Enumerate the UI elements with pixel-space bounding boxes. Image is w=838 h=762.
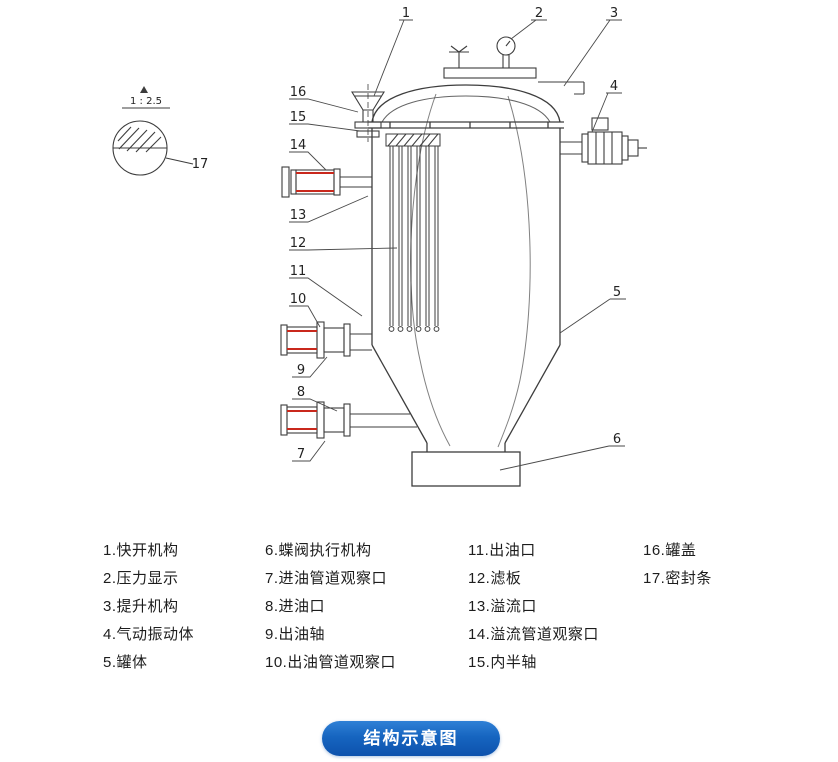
- callout-12-label: 12: [290, 236, 307, 251]
- callout-13-label: 13: [290, 208, 307, 223]
- detail-view: [112, 86, 194, 176]
- structure-diagram-button[interactable]: 结构示意图: [322, 721, 500, 756]
- callout-15-label: 15: [290, 110, 307, 125]
- legend-item: 12.滤板: [468, 570, 522, 587]
- legend-column-2: 6.蝶阀执行机构 7.进油管道观察口 8.进油口 9.出油轴 10.出油管道观察…: [265, 537, 396, 677]
- legend-item: 10.出油管道观察口: [265, 654, 396, 671]
- legend-item: 9.出油轴: [265, 626, 326, 643]
- callout-16-label: 16: [290, 85, 307, 100]
- parts-legend: 1.快开机构 2.压力显示 3.提升机构 4.气动振动体 5.罐体 6.蝶阀执行…: [0, 537, 838, 687]
- legend-item: 14.溢流管道观察口: [468, 626, 599, 643]
- legend-item: 11.出油口: [468, 542, 536, 559]
- legend-item: 15.内半轴: [468, 654, 537, 671]
- filter-plates: [385, 133, 441, 332]
- callout-1-label: 1: [402, 6, 410, 21]
- legend-item: 16.罐盖: [643, 542, 697, 559]
- callout-9-label: 9: [297, 363, 305, 378]
- legend-item: 3.提升机构: [103, 598, 179, 615]
- top-fittings: [351, 36, 585, 142]
- callout-5-label: 5: [613, 285, 621, 300]
- legend-item: 6.蝶阀执行机构: [265, 542, 372, 559]
- oil-outlet-assembly: [280, 321, 372, 359]
- legend-item: 5.罐体: [103, 654, 148, 671]
- legend-item: 4.气动振动体: [103, 626, 195, 643]
- legend-item: 7.进油管道观察口: [265, 570, 388, 587]
- callout-2-label: 2: [535, 6, 543, 21]
- leader-lines: [289, 19, 626, 471]
- legend-column-3: 11.出油口 12.滤板 13.溢流口 14.溢流管道观察口 15.内半轴: [468, 537, 599, 677]
- legend-column-4: 16.罐盖 17.密封条: [643, 537, 712, 593]
- callout-8-label: 8: [297, 385, 305, 400]
- callout-17-label: 17: [192, 157, 209, 172]
- callout-3-label: 3: [610, 6, 618, 21]
- callout-14-label: 14: [290, 138, 307, 153]
- legend-item: 13.溢流口: [468, 598, 537, 615]
- legend-column-1: 1.快开机构 2.压力显示 3.提升机构 4.气动振动体 5.罐体: [103, 537, 194, 677]
- detail-arrow-icon: [140, 86, 148, 93]
- callout-4-label: 4: [610, 79, 618, 94]
- pressure-gauge-icon: [496, 36, 516, 56]
- legend-item: 1.快开机构: [103, 542, 179, 559]
- oil-inlet-assembly: [280, 401, 417, 439]
- structure-diagram: 1 : 2.5: [112, 6, 647, 487]
- callout-10-label: 10: [290, 292, 307, 307]
- callout-6-label: 6: [613, 432, 621, 447]
- callout-7-label: 7: [297, 447, 305, 462]
- callout-labels: 1 2 3 4 16 15 14 13 12 11 10 9 8 7 5 6 1…: [192, 6, 621, 462]
- pneumatic-vibrator: [560, 117, 647, 165]
- detail-scale-label: 1 : 2.5: [130, 96, 162, 107]
- callout-11-label: 11: [290, 264, 307, 279]
- overflow-assembly: [281, 166, 372, 198]
- legend-item: 17.密封条: [643, 570, 712, 587]
- legend-item: 2.压力显示: [103, 570, 179, 587]
- legend-item: 8.进油口: [265, 598, 326, 615]
- vessel-outline: [368, 84, 564, 487]
